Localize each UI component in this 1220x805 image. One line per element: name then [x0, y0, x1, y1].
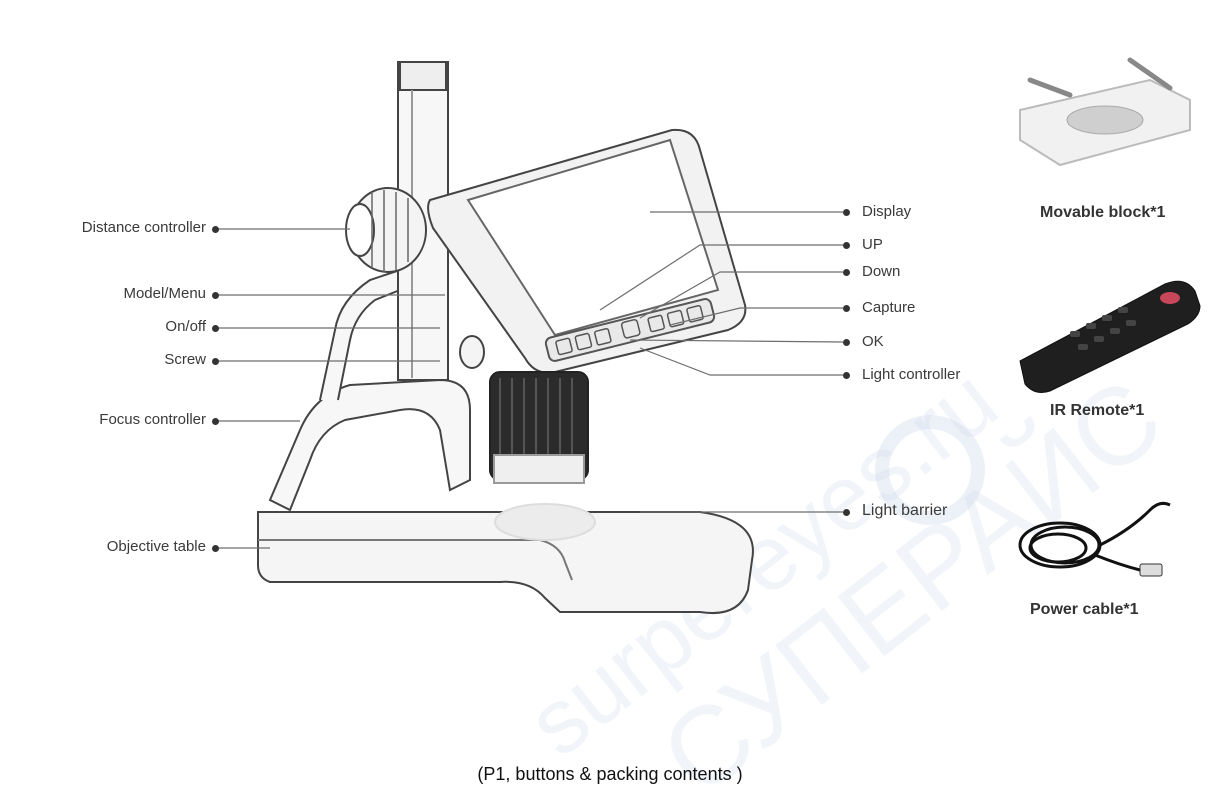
dot-up — [843, 242, 850, 249]
label-power-cable: Power cable*1 — [1030, 601, 1139, 618]
label-focus-controller: Focus controller — [99, 411, 206, 428]
dot-display — [843, 209, 850, 216]
dot-capture — [843, 305, 850, 312]
focus-knob — [459, 335, 485, 369]
distance-knob — [345, 187, 427, 273]
dot-onoff — [212, 325, 219, 332]
label-objective-table: Objective table — [106, 538, 206, 555]
dot-down — [843, 269, 850, 276]
dot-light-controller — [843, 372, 850, 379]
lens-barrel — [489, 371, 589, 484]
dot-screw — [212, 358, 219, 365]
dot-ok — [843, 339, 850, 346]
column-top — [399, 61, 447, 91]
objective-stage-circle — [494, 503, 596, 541]
label-ir-remote: IR Remote*1 — [1050, 402, 1145, 419]
label-model-menu: Model/Menu — [123, 285, 206, 302]
label-up: UP — [862, 236, 883, 253]
label-onoff: On/off — [165, 318, 206, 335]
label-capture: Capture — [862, 299, 916, 316]
label-light-barrier: Light barrier — [862, 502, 948, 519]
ir-remote-image — [1019, 280, 1201, 393]
label-ok: OK — [862, 333, 884, 350]
base-plate — [257, 511, 754, 614]
movable-block-image — [1019, 57, 1191, 167]
label-movable-block: Movable block*1 — [1040, 204, 1166, 221]
caption: (P1, buttons & packing contents ) — [477, 764, 743, 784]
label-display: Display — [862, 203, 912, 220]
power-cable-image — [1018, 501, 1171, 577]
watermark-gear-icon — [875, 415, 985, 525]
dot-focus — [212, 418, 219, 425]
dot-objective — [212, 545, 219, 552]
dot-light-barrier — [843, 509, 850, 516]
dot-distance — [212, 226, 219, 233]
label-down: Down — [862, 263, 901, 280]
label-distance-controller: Distance controller — [81, 219, 206, 236]
label-screw: Screw — [164, 351, 206, 368]
display-unit — [427, 128, 747, 374]
dot-model-menu — [212, 292, 219, 299]
label-light-controller: Light controller — [862, 366, 961, 383]
